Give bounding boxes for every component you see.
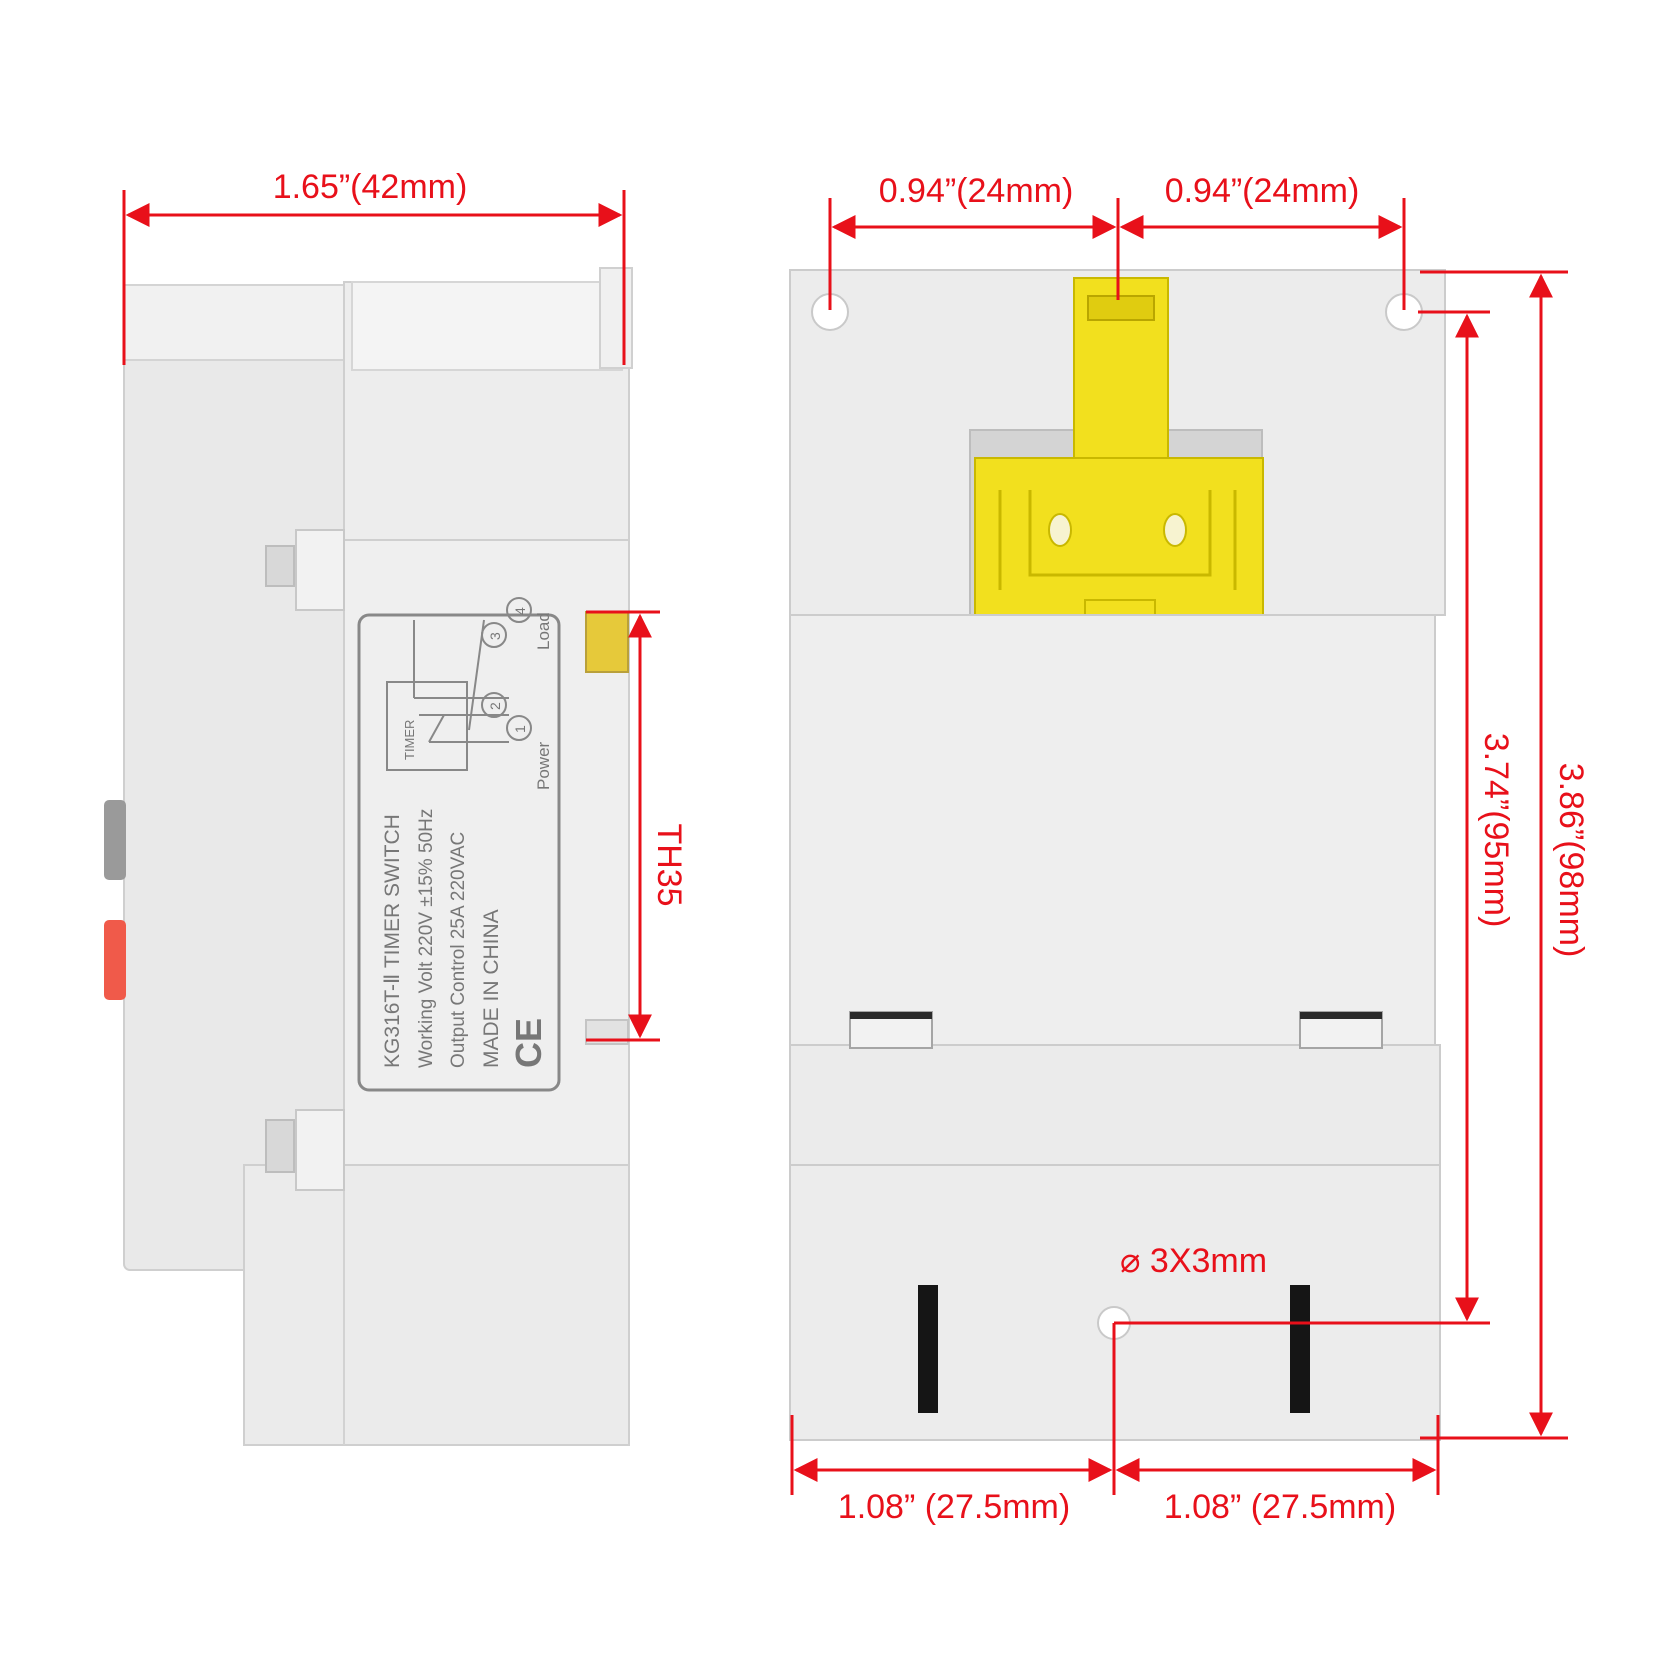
- bottom-left-dimension: 1.08” (27.5mm): [838, 1488, 1070, 1526]
- product-label: KG316T-Ⅱ TIMER SWITCH Working Volt 220V …: [357, 597, 561, 1092]
- label-output-control: Output Control 25A 220VAC: [448, 832, 469, 1068]
- back-view: 0.94”(24mm) 0.94”(24mm) 3.74”(95mm) 3.86…: [789, 172, 1590, 1526]
- hole-height-dimension: 3.74”(95mm): [1477, 733, 1515, 928]
- label-model: KG316T-Ⅱ TIMER SWITCH: [381, 814, 404, 1068]
- hole-spacing-right-dimension: 0.94”(24mm): [1165, 172, 1360, 210]
- terminal-4-label: 4: [512, 607, 528, 615]
- back-lower-clip: [789, 1044, 1441, 1166]
- side-lower-block: [243, 1164, 630, 1446]
- total-height-dimension: 3.86”(98mm): [1552, 763, 1590, 958]
- ce-mark: CE: [508, 1018, 549, 1068]
- back-middle-body: [789, 614, 1436, 1046]
- rail-clip: [585, 611, 629, 673]
- wiring-schematic: [386, 597, 532, 771]
- label-power: Power: [534, 741, 553, 790]
- terminal-1-label: 1: [512, 725, 528, 733]
- slot-left: [918, 1285, 938, 1413]
- terminal-3-label: 3: [487, 632, 503, 640]
- label-load: Load: [534, 612, 553, 650]
- label-working-volt: Working Volt 220V ±15% 50Hz: [416, 809, 437, 1068]
- side-width-dimension: 1.65”(42mm): [273, 168, 468, 206]
- red-button: [104, 920, 126, 1000]
- label-made-in: MADE IN CHINA: [480, 909, 503, 1068]
- slot-right: [1290, 1285, 1310, 1413]
- hole-diameter-dimension: ⌀ 3X3mm: [1120, 1242, 1267, 1280]
- label-timer: TIMER: [402, 720, 417, 760]
- hole-spacing-left-dimension: 0.94”(24mm): [879, 172, 1074, 210]
- din-rail-dimension: TH35: [650, 823, 688, 906]
- terminal-2-label: 2: [487, 702, 503, 710]
- bottom-right-dimension: 1.08” (27.5mm): [1164, 1488, 1396, 1526]
- gray-button: [104, 800, 126, 880]
- side-view: KG316T-Ⅱ TIMER SWITCH Working Volt 220V …: [104, 168, 688, 1446]
